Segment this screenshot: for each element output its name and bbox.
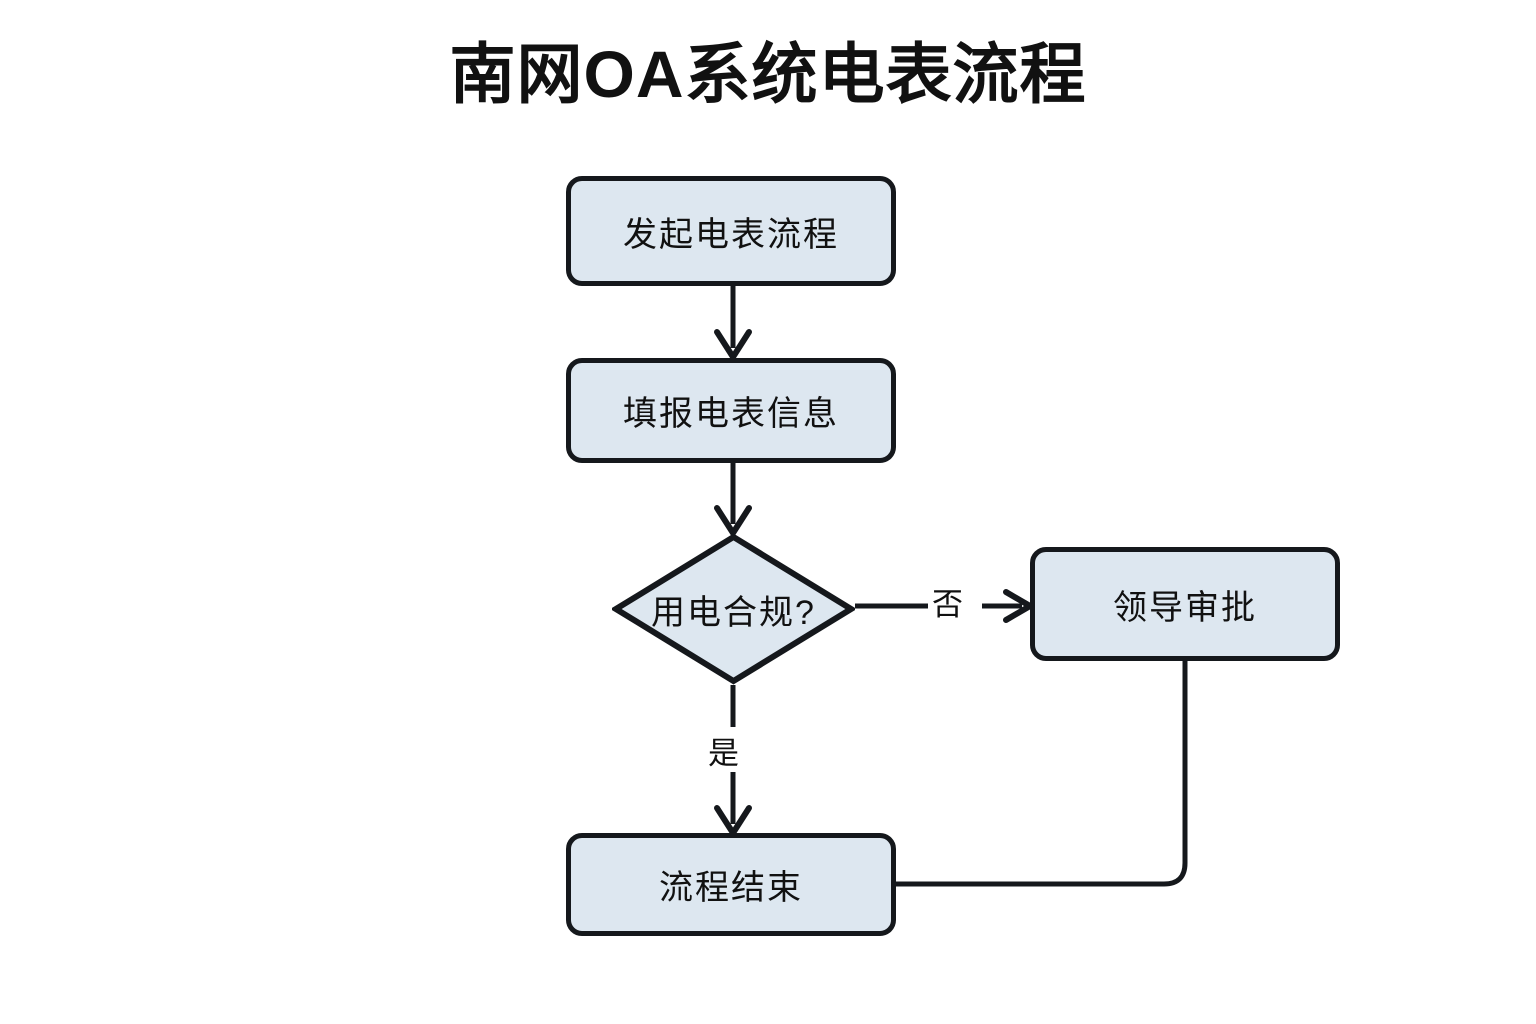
node-fill-meter-info[interactable]: 填报电表信息 — [566, 358, 896, 463]
page-title: 南网OA系统电表流程 — [449, 37, 1087, 111]
node-approve-label: 领导审批 — [1113, 588, 1257, 627]
edge-label-no: 否 — [932, 587, 963, 622]
diamond-shape — [612, 533, 855, 685]
node-decision-compliance[interactable]: 用电合规? — [612, 533, 855, 685]
arrowhead-down-end — [714, 805, 752, 836]
node-leader-approval[interactable]: 领导审批 — [1030, 547, 1340, 661]
node-decision-label: 用电合规? — [651, 593, 816, 632]
arrowhead-down-decision — [714, 505, 752, 536]
edge-label-yes: 是 — [708, 736, 739, 771]
node-process-end[interactable]: 流程结束 — [566, 833, 896, 936]
node-start[interactable]: 发起电表流程 — [566, 176, 896, 286]
edge-approve-to-end — [896, 661, 1188, 887]
node-start-label: 发起电表流程 — [623, 215, 839, 254]
node-fill-label: 填报电表信息 — [623, 395, 839, 433]
arrowhead-down-fill — [714, 329, 752, 360]
arrowhead-right-approve — [1003, 589, 1033, 623]
node-end-label: 流程结束 — [659, 869, 803, 907]
